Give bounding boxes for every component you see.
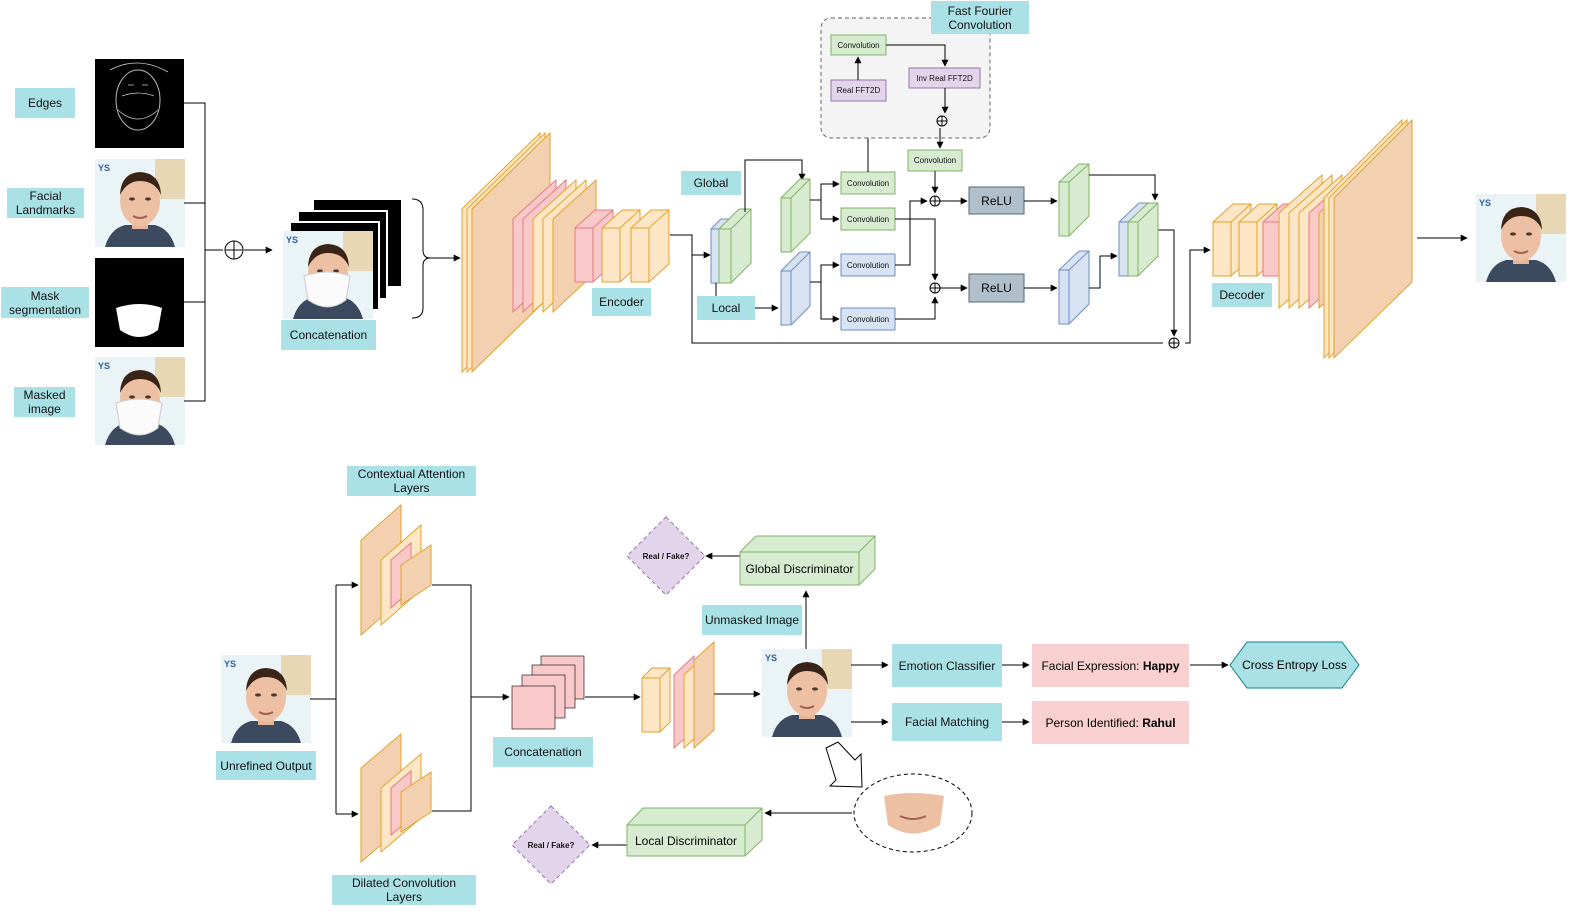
crop-arrow-icon [825, 741, 863, 788]
local-discriminator-label: Local Discriminator [634, 833, 738, 848]
bottom-concat-stack [511, 655, 585, 730]
global-output-block [1058, 163, 1090, 237]
facial-landmarks-label: Facial Landmarks [7, 188, 84, 218]
local-branch-block [780, 251, 811, 326]
input-edges-image [95, 59, 184, 148]
local-sum-plus-icon [929, 282, 941, 294]
input-mask-segmentation-image [95, 258, 184, 347]
relu-local-label: ReLU [981, 281, 1012, 295]
ffc-output-block [1118, 202, 1159, 277]
encoder-blocks [461, 131, 670, 374]
concat-plus-icon [224, 240, 244, 260]
global-branch-block [780, 178, 811, 253]
bottom-concatenation-label: Concatenation [493, 737, 593, 767]
cross-entropy-hexagon [1229, 641, 1360, 689]
mouth-crop-image [884, 793, 944, 834]
global-conv-label-2: Convolution [846, 214, 890, 224]
facial-matching-box: Facial Matching [892, 703, 1002, 741]
global-conv-label-1: Convolution [846, 178, 890, 188]
facial-expression-result: Facial Expression: Happy [1032, 644, 1189, 687]
cross-entropy-loss-label: Cross Entropy Loss [1242, 658, 1347, 672]
input-merge-lines [184, 102, 273, 402]
local-discriminator-box [626, 807, 763, 857]
local-real-fake-diamond [511, 805, 591, 885]
contextual-attention-label: Contextual Attention Layers [347, 466, 476, 496]
output-face-image [1475, 193, 1567, 283]
post-ffc-convolution-label: Convolution [913, 156, 957, 165]
emotion-classifier-box: Emotion Classifier [892, 644, 1002, 687]
global-discriminator-box [739, 535, 876, 586]
masked-image-label: Masked image [14, 387, 75, 417]
global-real-fake-label: Real / Fake? [642, 551, 690, 561]
global-sum-plus-icon [929, 195, 941, 207]
decoder-blocks [1212, 118, 1413, 360]
global-label: Global [681, 171, 741, 195]
dilated-convolution-label: Dilated Convolution Layers [332, 875, 476, 905]
local-real-fake-label: Real / Fake? [527, 840, 575, 850]
input-landmarks-image [94, 158, 186, 248]
skip-plus-icon [1168, 337, 1180, 349]
unrefined-output-label: Unrefined Output [216, 751, 316, 780]
contextual-attention-blocks [360, 503, 432, 637]
relu-global [968, 186, 1025, 215]
global-discriminator-label: Global Discriminator [745, 561, 854, 576]
dilated-convolution-blocks [360, 732, 432, 864]
unmasked-image-label: Unmasked Image [702, 605, 802, 635]
ffc-plus-icon [936, 115, 948, 127]
global-real-fake-diamond [626, 516, 706, 596]
input-masked-image [94, 356, 186, 446]
relu-local [968, 273, 1025, 303]
decoder-label: Decoder [1212, 283, 1272, 307]
local-conv-label-2: Convolution [846, 314, 890, 324]
ffc-title-label: Fast Fourier Convolution [931, 1, 1029, 34]
local-label: Local [697, 296, 755, 320]
unrefined-output-image [220, 654, 312, 744]
encoder-label: Encoder [592, 288, 651, 316]
concatenated-stack [282, 198, 403, 320]
real-fft2d-label: Real FFT2D [836, 86, 881, 95]
person-identified-result: Person Identified: Rahul [1032, 701, 1189, 744]
inv-real-fft2d-label: Inv Real FFT2D [916, 73, 973, 83]
ffc-input-block [710, 208, 752, 284]
concatenation-label: Concatenation [281, 320, 376, 350]
edges-label: Edges [15, 88, 75, 118]
unmasked-face-image [761, 648, 853, 738]
relu-global-label: ReLU [981, 193, 1012, 208]
mask-segmentation-label: Mask segmentation [1, 287, 89, 318]
local-output-block [1058, 250, 1090, 325]
local-conv-label-1: Convolution [846, 260, 890, 270]
refinement-blocks [641, 640, 715, 750]
concat-brace [411, 198, 431, 319]
ffc-convolution-label: Convolution [837, 40, 880, 50]
